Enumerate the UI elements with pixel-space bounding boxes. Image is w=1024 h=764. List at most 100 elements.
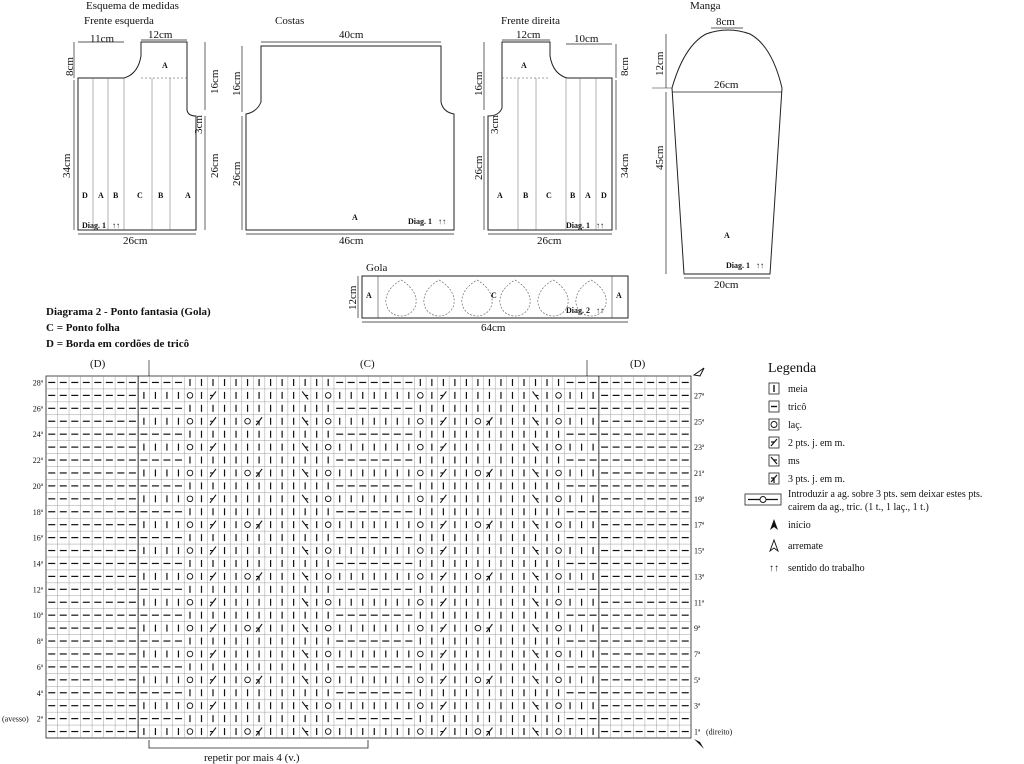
collar-leaf-motifs — [385, 279, 607, 317]
repeat-label: repetir por mais 4 (v.) — [204, 752, 300, 764]
collar-leaf-icon — [461, 279, 493, 317]
legend-special-line1: Introduzir a ag. sobre 3 pts. sem deixar… — [788, 489, 982, 500]
right-front-height-26: 26cm — [473, 155, 485, 180]
row-label-right: 1ª — [694, 728, 701, 737]
chart-key-d: D = Borda em cordões de tricô — [46, 338, 190, 350]
left-front-outline — [77, 41, 197, 231]
row-label-right: 25ª — [694, 417, 705, 426]
right-front-letter-a: A — [521, 61, 527, 70]
row-label-right: 3ª — [694, 702, 701, 711]
left-front-height-16: 16cm — [209, 69, 221, 94]
collar-leaf-icon — [385, 279, 417, 317]
sleeve-arrows: ↑↑ — [756, 261, 764, 270]
chart-section-d-left: (D) — [90, 358, 106, 370]
finish-marker-icon — [692, 367, 705, 377]
row-label-left: 26ª — [33, 404, 44, 413]
right-front-height-34: 34cm — [619, 153, 631, 178]
legend-arremate: arremate — [788, 541, 824, 552]
collar-diag-label: Diag. 2 — [566, 306, 590, 315]
legend-special-line2: cairem da ag., tric. (1 t., 1 laç., 1 t.… — [788, 502, 929, 513]
row-label-right: 7ª — [694, 650, 701, 659]
left-front-height-3: 3cm — [193, 115, 205, 134]
chart-section-d-right: (D) — [630, 358, 646, 370]
left-front-letter: C — [137, 191, 143, 200]
left-front-letter: D — [82, 191, 88, 200]
collar-arrows: ↑↑ — [596, 306, 604, 315]
chart-row-labels: 28ª26ª24ª22ª20ª18ª16ª14ª12ª10ª8ª6ª4ª2ª27… — [2, 378, 733, 736]
row-label-right: 23ª — [694, 443, 705, 452]
row-label-right: 27ª — [694, 391, 705, 400]
legend: Legenda meia tricô laç. 2 pts. j. em m. … — [744, 361, 982, 574]
row-label-right: 19ª — [694, 495, 705, 504]
left-front-width-26: 26cm — [123, 235, 148, 247]
sleeve-width-8: 8cm — [716, 16, 735, 28]
left-front-letter: B — [113, 191, 119, 200]
collar-title: Gola — [366, 262, 388, 274]
left-front-piece: Frente esquerda 11cm 12cm 8cm 34cm 16cm … — [61, 15, 221, 247]
right-front-letter: B — [570, 191, 576, 200]
left-front-height-8: 8cm — [64, 57, 76, 76]
collar-letter-a-left: A — [366, 291, 372, 300]
left-front-width-11: 11cm — [90, 33, 114, 45]
row-label-right: 13ª — [694, 572, 705, 581]
k3tog-icon — [770, 474, 778, 483]
ssk-icon — [770, 456, 778, 465]
back-letter-a: A — [352, 213, 358, 222]
left-front-arrows: ↑↑ — [112, 221, 120, 230]
right-front-letter: B — [523, 191, 529, 200]
right-front-width-26: 26cm — [537, 235, 562, 247]
sleeve-letter-a: A — [724, 231, 730, 240]
legend-dec3: 3 pts. j. em m. — [788, 474, 845, 485]
right-side-label: (direito) — [706, 728, 733, 737]
row-label-left: 20ª — [33, 482, 44, 491]
row-label-left: 6ª — [37, 663, 44, 672]
row-label-left: 8ª — [37, 637, 44, 646]
back-height-16: 16cm — [231, 71, 243, 96]
chart-key-c: C = Ponto folha — [46, 322, 120, 334]
row-label-right: 15ª — [694, 547, 705, 556]
chart-section-c: (C) — [360, 358, 375, 370]
left-front-width-12: 12cm — [148, 29, 173, 41]
sleeve-width-26: 26cm — [714, 79, 739, 91]
left-front-height-26: 26cm — [209, 153, 221, 178]
sleeve-piece: Manga 8cm 12cm 26cm 45cm 20cm A Diag. 1 … — [652, 0, 783, 291]
row-label-left: 24ª — [33, 430, 44, 439]
back-piece: Costas 40cm 16cm 26cm 46cm A Diag. 1 ↑↑ — [231, 15, 455, 247]
start-icon — [770, 519, 778, 530]
row-label-right: 17ª — [694, 521, 705, 530]
row-label-left: 12ª — [33, 585, 44, 594]
chart-title: Diagrama 2 - Ponto fantasia (Gola) — [46, 306, 211, 318]
collar-letter-c: C — [491, 291, 497, 300]
legend-sentido: sentido do trabalho — [788, 563, 865, 574]
work-direction-icon: ↑↑ — [769, 563, 779, 574]
row-label-left: 10ª — [33, 611, 44, 620]
sleeve-title: Manga — [690, 0, 721, 12]
row-label-left: 4ª — [37, 689, 44, 698]
right-front-title: Frente direita — [501, 15, 560, 27]
wrong-side-label: (avesso) — [2, 715, 29, 724]
left-front-letter: A — [98, 191, 104, 200]
right-front-width-10: 10cm — [574, 33, 599, 45]
legend-dec2: 2 pts. j. em m. — [788, 438, 845, 449]
right-front-letter: A — [497, 191, 503, 200]
collar-piece: Gola 12cm 64cm A C A Diag. 2 ↑↑ — [347, 262, 629, 334]
collar-outline — [361, 275, 629, 319]
right-front-width-12: 12cm — [516, 29, 541, 41]
finish-icon — [769, 538, 779, 553]
back-height-26: 26cm — [231, 161, 243, 186]
row-label-right: 9ª — [694, 624, 701, 633]
row-label-right: 5ª — [694, 676, 701, 685]
sleeve-outline — [671, 29, 783, 275]
sleeve-diag-label: Diag. 1 — [726, 261, 750, 270]
right-front-diag-label: Diag. 1 — [566, 221, 590, 230]
collar-height-12: 12cm — [347, 285, 359, 310]
right-front-height-16: 16cm — [473, 71, 485, 96]
legend-ms: ms — [788, 456, 800, 467]
row-label-right: 11ª — [694, 598, 705, 607]
back-width-40: 40cm — [339, 29, 364, 41]
row-label-left: 16ª — [33, 534, 44, 543]
legend-inicio: início — [788, 520, 811, 531]
right-front-letter: C — [546, 191, 552, 200]
collar-letter-a-right: A — [616, 291, 622, 300]
k2tog-icon — [770, 438, 778, 447]
